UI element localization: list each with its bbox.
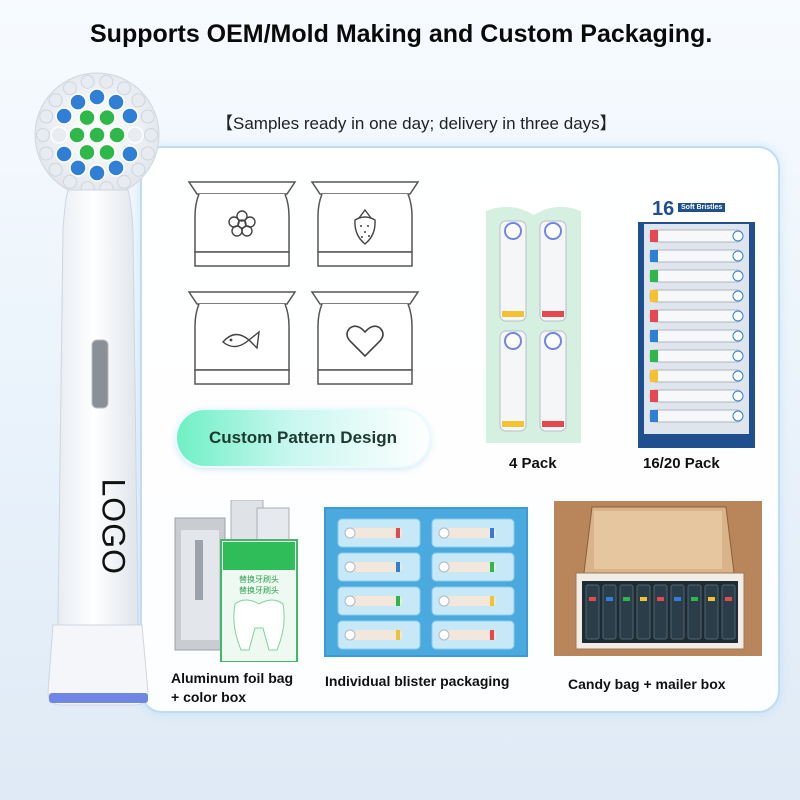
blister-packaging-label: Individual blister packaging xyxy=(325,673,510,689)
foil-bag-color-box-image: 替换牙刷头 替换牙刷头 xyxy=(174,500,298,662)
pattern-cup-strawberry xyxy=(310,180,420,267)
foil-bag-label: Aluminum foil bag + color box xyxy=(171,669,293,707)
fish-icon xyxy=(187,291,297,385)
heart-icon xyxy=(310,291,420,385)
sixteen-pack-image xyxy=(638,180,755,448)
pattern-cup-heart xyxy=(310,290,420,385)
sixteen-pack-count: 16 xyxy=(652,198,675,220)
svg-text:替换牙刷头: 替换牙刷头 xyxy=(239,585,279,595)
flower-icon xyxy=(187,181,297,267)
blister-packaging-image xyxy=(324,507,528,657)
pattern-cup-flower xyxy=(187,180,297,267)
headline: Supports OEM/Mold Making and Custom Pack… xyxy=(90,20,713,48)
pattern-cup-fish xyxy=(187,290,297,385)
custom-pattern-design-badge: Custom Pattern Design xyxy=(177,410,429,466)
toothbrush-head-image xyxy=(34,72,160,706)
four-pack-image xyxy=(486,181,581,443)
sixteen-pack-label: 16/20 Pack xyxy=(643,455,720,472)
strawberry-icon xyxy=(310,181,420,267)
brush-logo-text: LOGO xyxy=(95,478,132,575)
svg-text:替换牙刷头: 替换牙刷头 xyxy=(239,574,279,584)
candy-bag-label: Candy bag + mailer box xyxy=(568,676,726,692)
foil-bag-label-line2: + color box xyxy=(171,689,247,705)
mailer-box-image xyxy=(554,501,762,656)
subline: 【Samples ready in one day; delivery in t… xyxy=(216,114,617,133)
foil-bag-label-line1: Aluminum foil bag xyxy=(171,670,294,686)
four-pack-label: 4 Pack xyxy=(509,455,557,472)
sixteen-pack-box-text: Soft Bristles xyxy=(678,203,726,212)
